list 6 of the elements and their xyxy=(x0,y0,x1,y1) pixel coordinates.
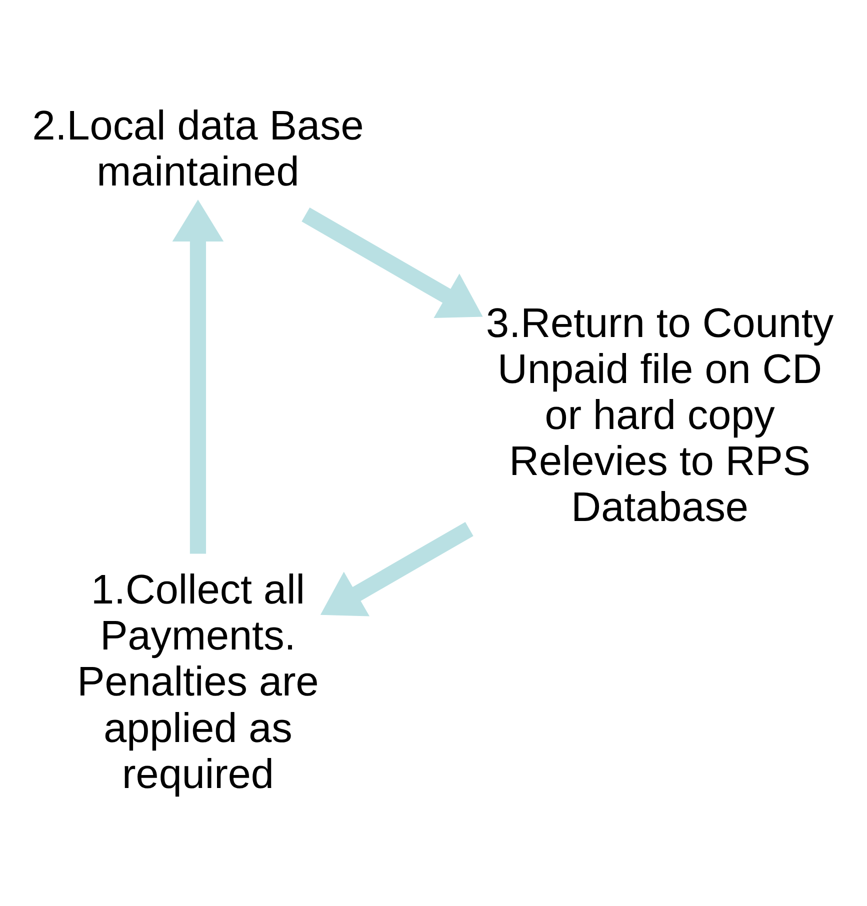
arrow xyxy=(320,521,474,616)
arrow xyxy=(302,207,483,318)
arrow xyxy=(172,199,224,554)
node-text: 1.Collect all Payments. Penalties are applied as required xyxy=(77,566,319,796)
node-text: 3.Return to County Unpaid file on CD or hard copy Relevies to RPS Database xyxy=(486,300,834,530)
node-text: 2.Local data Base maintained xyxy=(32,102,364,194)
